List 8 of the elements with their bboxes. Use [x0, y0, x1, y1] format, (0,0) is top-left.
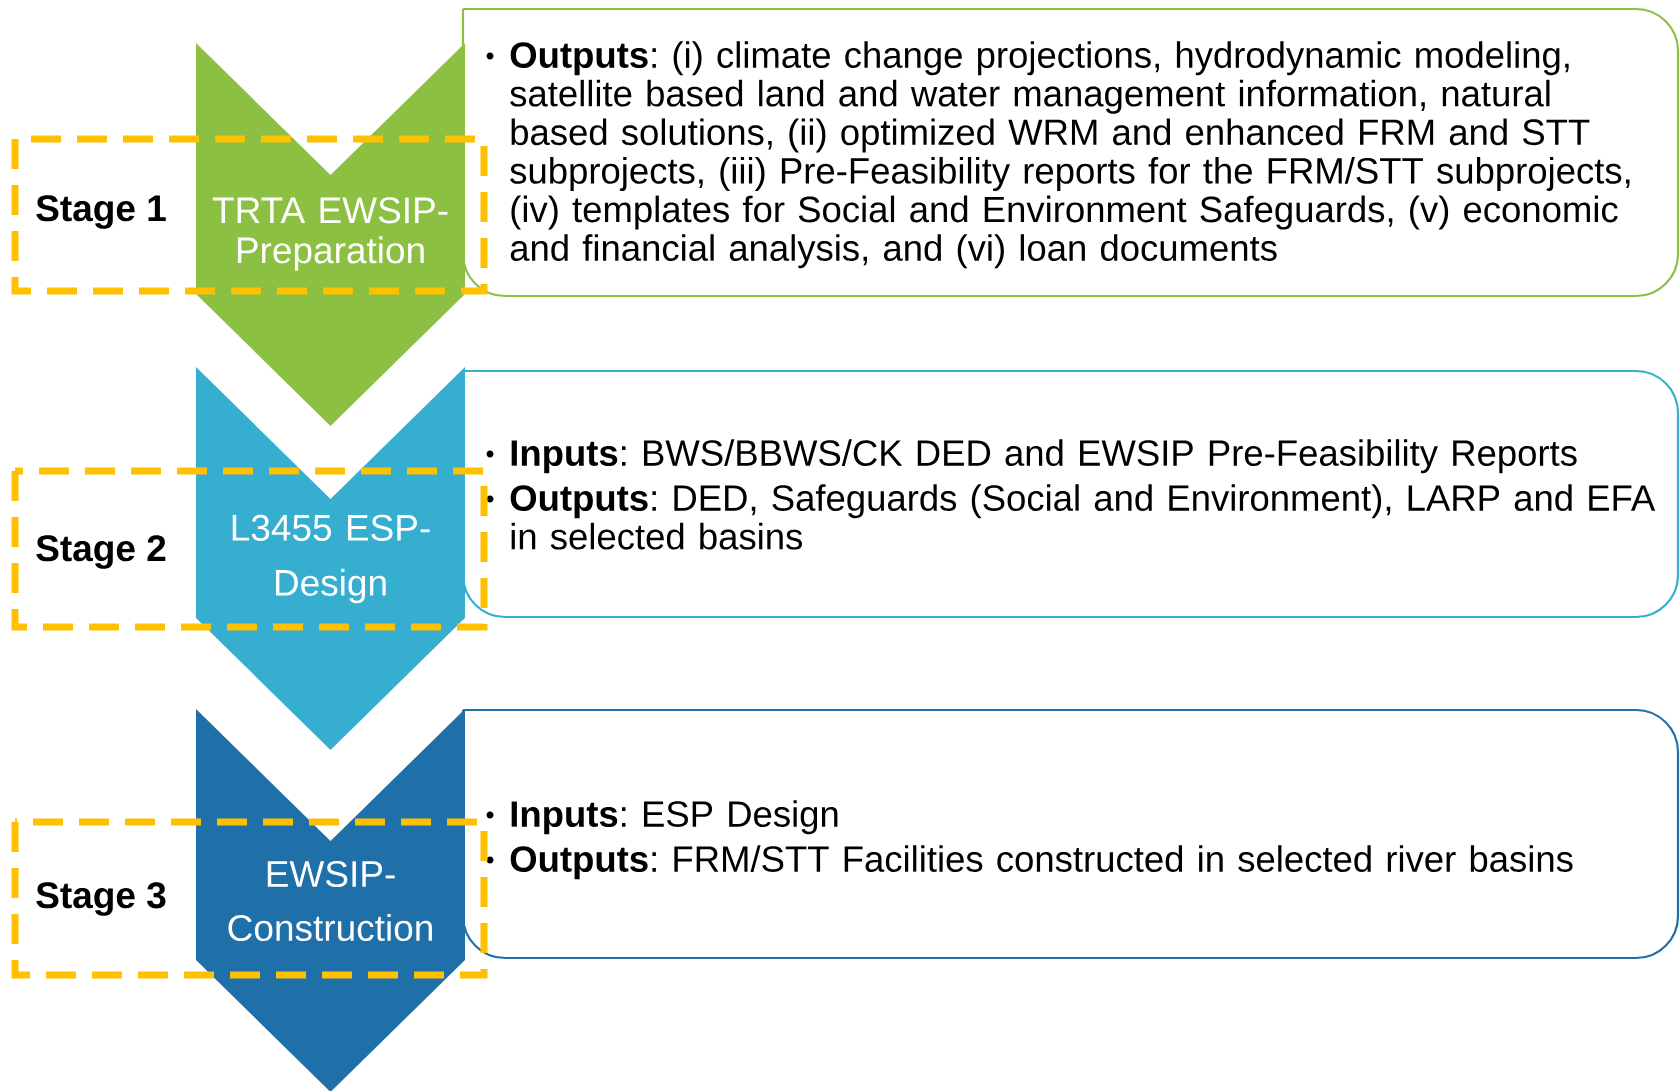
chevron-banner: EWSIP- Construction — [196, 709, 465, 1091]
output-box: Inputs: ESP Design Outputs: FRM/STT Facilities constructed in selected river basins — [461, 708, 1680, 960]
chevron-banner: TRTA EWSIP- Preparation — [196, 43, 465, 426]
chevron-banner: L3455 ESP- Design — [196, 367, 465, 750]
output-box: Outputs: (i) climate change projections, hydrodynamic modeling, satellite based land and water management information, natural based solutions, (ii) optimized WRM and enhanced FRM and STT subprojects, (iii) Pre-Feasibility reports for the FRM/STT subprojects, (iv) templates for Social and Environment Safeguards, (v) economic and financial analysis, and (vi) loan documents — [461, 7, 1680, 298]
stage-label: Stage 1 — [36, 195, 166, 229]
stage-label: Stage 3 — [36, 882, 166, 916]
stage-label: Stage 2 — [36, 535, 166, 569]
